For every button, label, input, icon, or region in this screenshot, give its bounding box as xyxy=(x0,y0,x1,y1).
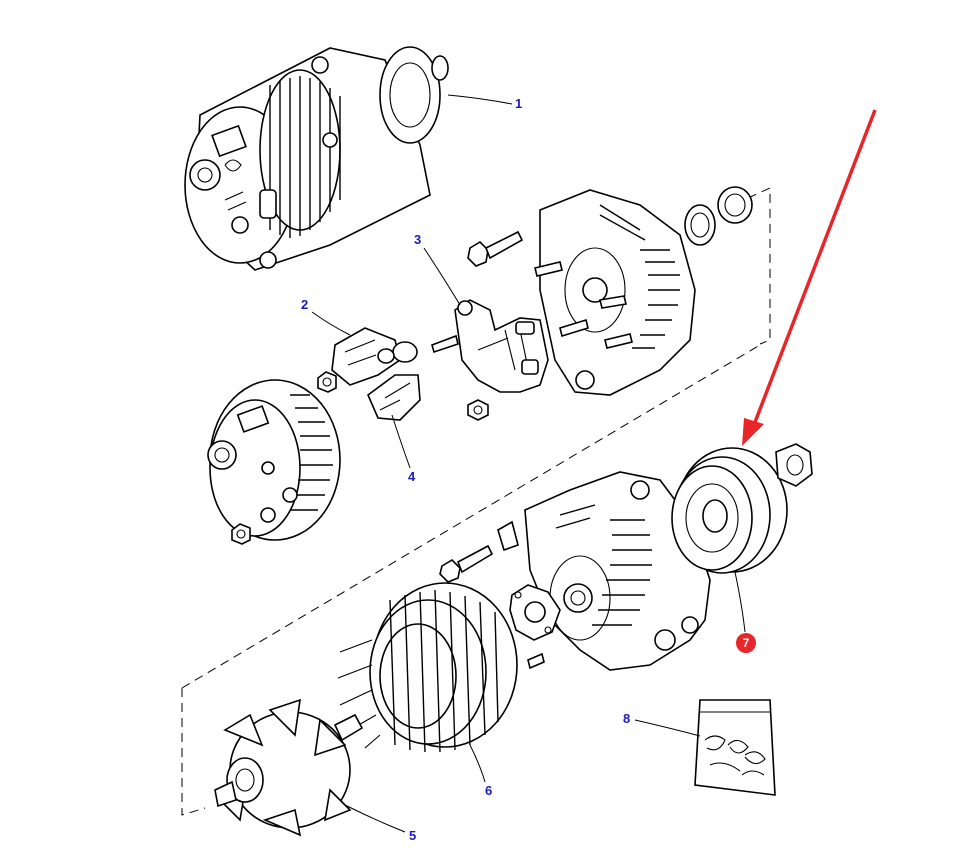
bearing-rings xyxy=(684,186,753,246)
leader-3 xyxy=(423,247,461,306)
stator xyxy=(337,582,518,753)
leader-7 xyxy=(734,571,746,633)
leader-4 xyxy=(391,414,411,469)
callout-7-highlighted[interactable]: 7 xyxy=(736,633,756,653)
callout-2[interactable]: 2 xyxy=(301,297,309,312)
mounting-bolt-lower xyxy=(439,544,494,583)
callout-6[interactable]: 6 xyxy=(485,783,493,798)
callout-3[interactable]: 3 xyxy=(414,232,422,247)
mounting-bolt-upper xyxy=(467,230,524,267)
rotor xyxy=(214,698,364,837)
callout-8[interactable]: 8 xyxy=(623,711,631,726)
leader-6 xyxy=(469,744,486,783)
screw-small xyxy=(527,652,545,670)
rear-housing xyxy=(534,189,696,396)
end-shield xyxy=(207,379,341,541)
callout-1[interactable]: 1 xyxy=(515,96,523,111)
alternator-assembly xyxy=(184,46,449,271)
leader-5 xyxy=(344,804,406,833)
red-indicator-arrow xyxy=(742,109,877,446)
callout-5[interactable]: 5 xyxy=(409,828,417,843)
regulator xyxy=(331,327,418,386)
leader-1 xyxy=(447,94,513,105)
brush-holder xyxy=(367,374,421,421)
pulley-nut xyxy=(775,443,813,487)
callout-4[interactable]: 4 xyxy=(408,469,416,484)
nut-end-shield xyxy=(231,523,251,545)
label-decal xyxy=(694,699,776,796)
assembly-boundary-lower xyxy=(181,688,206,816)
nut-rectifier xyxy=(467,399,489,421)
bracket-small xyxy=(497,520,519,552)
assembly-boundary-diagonal xyxy=(181,344,761,689)
assembly-boundary-upper xyxy=(747,187,771,345)
nut-regulator xyxy=(317,371,337,393)
rectifier-plate xyxy=(431,299,549,393)
bearing-plate xyxy=(509,584,561,641)
drive-end-housing xyxy=(524,471,711,671)
leader-8 xyxy=(634,719,701,737)
pulley xyxy=(671,447,788,574)
leader-2 xyxy=(311,311,351,336)
